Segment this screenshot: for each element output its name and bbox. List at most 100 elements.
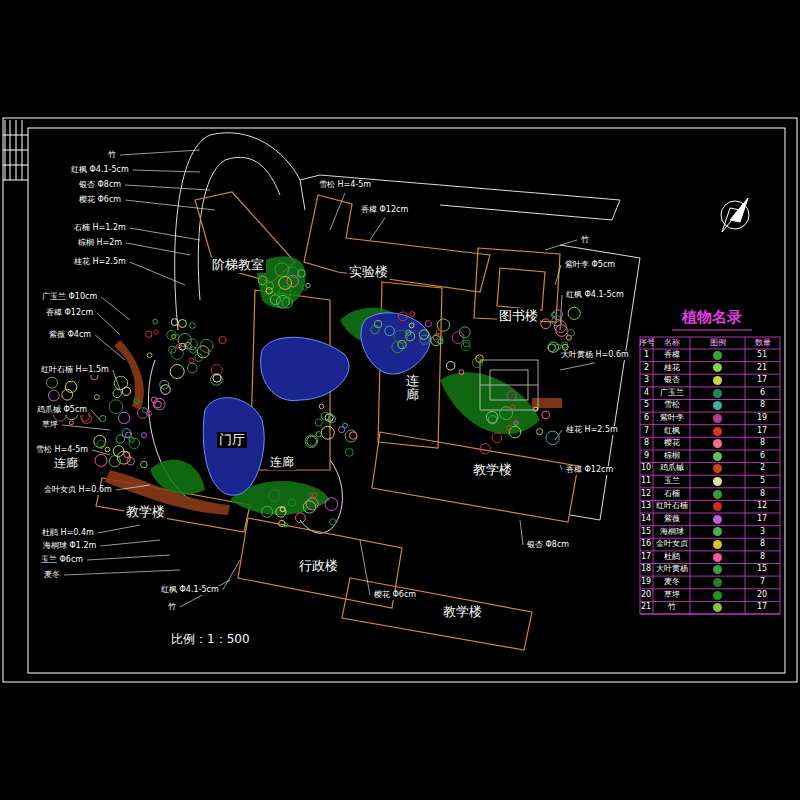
leader-line bbox=[113, 370, 120, 390]
tree-symbol bbox=[321, 426, 334, 439]
plant-callout: 紫叶李 Φ5cm bbox=[564, 261, 616, 270]
building-label: 教学楼 bbox=[441, 604, 484, 620]
leader-line bbox=[130, 228, 200, 240]
tree-symbol bbox=[258, 276, 267, 285]
tree-symbol bbox=[554, 321, 566, 333]
tree-symbol bbox=[188, 363, 198, 373]
plant-callout: 红枫 Φ4.1-5cm bbox=[565, 291, 625, 300]
plant-name: 银杏 bbox=[664, 376, 680, 385]
leader-line bbox=[125, 185, 210, 190]
leader-line bbox=[101, 297, 130, 320]
plant-quantity: 15 bbox=[757, 565, 767, 574]
tree-symbol bbox=[459, 370, 464, 375]
row-number: 7 bbox=[644, 427, 649, 436]
tree-symbol bbox=[548, 342, 558, 352]
plant-callout: 樱花 Φ6cm bbox=[78, 196, 122, 205]
plant-callout: 香樟 Φ12cm bbox=[45, 309, 94, 318]
leader-line bbox=[98, 525, 140, 533]
plant-quantity: 17 bbox=[757, 603, 767, 612]
tree-symbol bbox=[476, 355, 484, 363]
tree-symbol bbox=[511, 405, 515, 409]
plant-symbol bbox=[713, 540, 722, 549]
tree-symbol bbox=[211, 365, 222, 376]
plant-quantity: 17 bbox=[757, 376, 767, 385]
building-name: 图书楼 bbox=[499, 308, 538, 323]
plant-quantity: 6 bbox=[760, 452, 765, 461]
plant-name: 樱花 bbox=[664, 439, 680, 448]
plant-symbol bbox=[713, 439, 722, 448]
plant-symbol bbox=[713, 427, 722, 436]
row-number: 2 bbox=[644, 364, 649, 373]
plant-symbol bbox=[713, 502, 722, 511]
leader-line bbox=[370, 218, 385, 240]
north-arrow bbox=[721, 198, 749, 232]
plant-quantity: 20 bbox=[757, 591, 767, 600]
tree-symbol bbox=[316, 432, 321, 437]
tree-symbol bbox=[170, 365, 184, 379]
plant-name: 鸡爪槭 bbox=[660, 464, 684, 473]
building-label: 连廊 bbox=[52, 456, 80, 471]
tree-symbol bbox=[275, 263, 289, 277]
tree-symbol bbox=[122, 429, 131, 438]
plant-symbol bbox=[713, 376, 722, 385]
plant-callout: 香樟 Φ12cm bbox=[565, 466, 614, 475]
table-row-line bbox=[640, 386, 780, 387]
tree-symbol bbox=[409, 323, 414, 328]
plant-quantity: 8 bbox=[760, 490, 765, 499]
building-label: 行政楼 bbox=[297, 558, 340, 574]
tree-symbol bbox=[410, 312, 415, 317]
plant-symbol bbox=[713, 464, 722, 473]
plant-callout: 桂花 H=2.5m bbox=[565, 426, 619, 435]
plant-callout: 桂花 H=2.5m bbox=[73, 258, 127, 267]
building-name: 连廊 bbox=[54, 456, 78, 470]
row-number: 18 bbox=[641, 565, 651, 574]
row-number: 10 bbox=[641, 464, 651, 473]
tree-symbol bbox=[446, 362, 455, 371]
row-number: 14 bbox=[641, 515, 651, 524]
tree-symbol bbox=[343, 423, 348, 428]
row-number: 11 bbox=[641, 477, 651, 486]
tree-symbol bbox=[296, 513, 306, 523]
tree-symbol bbox=[509, 426, 521, 438]
tree-symbol bbox=[305, 435, 318, 448]
tree-symbol bbox=[154, 330, 158, 334]
building-name: 连廊 bbox=[406, 374, 419, 403]
tree-symbol bbox=[47, 377, 58, 388]
drawing-frame bbox=[3, 118, 797, 682]
tree-symbol bbox=[568, 307, 580, 319]
tree-symbol bbox=[541, 319, 551, 329]
tree-symbol bbox=[371, 325, 380, 334]
building-name: 门厅 bbox=[219, 432, 245, 447]
plant-quantity: 8 bbox=[760, 540, 765, 549]
building-label: 实验楼 bbox=[347, 264, 390, 280]
leader-line bbox=[116, 485, 150, 490]
table-row-line bbox=[640, 500, 780, 501]
tree-symbol bbox=[176, 344, 181, 349]
tree-symbol bbox=[124, 452, 130, 458]
plant-callout: 棕榈 H=2m bbox=[77, 239, 123, 248]
plant-callout: 竹 bbox=[580, 236, 590, 245]
tree-symbol bbox=[534, 407, 538, 411]
building-name: 阶梯教室 bbox=[212, 257, 264, 272]
tree-symbol bbox=[190, 323, 196, 329]
row-number: 20 bbox=[641, 591, 651, 600]
tree-symbol bbox=[436, 330, 441, 335]
plant-symbol bbox=[713, 578, 722, 587]
plant-symbol bbox=[713, 351, 722, 360]
tree-symbol bbox=[462, 342, 471, 351]
row-number: 16 bbox=[641, 540, 651, 549]
plant-symbol bbox=[713, 490, 722, 499]
leader-line bbox=[62, 425, 110, 430]
plant-symbol bbox=[713, 363, 722, 372]
table-row-line bbox=[640, 601, 780, 602]
table-header: 图例 bbox=[710, 339, 726, 348]
building-name: 连廊 bbox=[270, 455, 294, 469]
tree-symbols bbox=[47, 263, 581, 527]
plant-symbol bbox=[713, 389, 722, 398]
plant-name: 雪松 bbox=[664, 401, 680, 410]
plant-callout: 紫薇 Φ4cm bbox=[48, 331, 92, 340]
tree-symbol bbox=[95, 454, 107, 466]
tree-symbol bbox=[328, 415, 335, 422]
building-label: 阶梯教室 bbox=[210, 257, 266, 273]
tree-symbol bbox=[567, 329, 574, 336]
